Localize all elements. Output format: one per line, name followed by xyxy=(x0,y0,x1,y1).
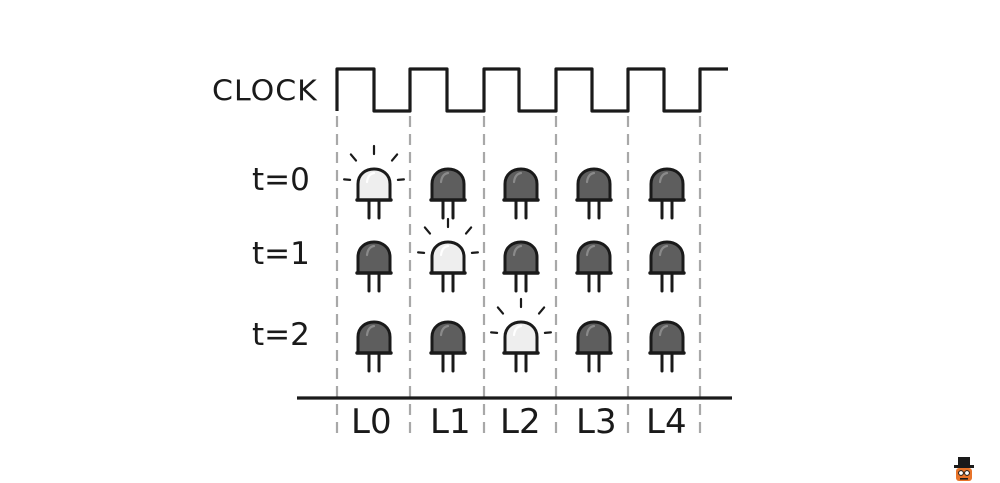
led-on xyxy=(490,297,552,373)
glow-ray xyxy=(417,251,426,255)
top-hat-character-icon xyxy=(954,457,974,481)
row-label-t2: t=2 xyxy=(252,317,310,353)
led-off xyxy=(429,167,467,220)
led-off xyxy=(648,167,686,220)
led-on xyxy=(417,217,479,293)
led-grid xyxy=(343,144,686,373)
glow-ray xyxy=(543,331,552,335)
row-label-t1: t=1 xyxy=(252,236,310,272)
glow-ray xyxy=(349,153,358,162)
led-off xyxy=(355,320,393,373)
row-label-t0: t=0 xyxy=(252,162,310,198)
glow-ray xyxy=(396,178,405,182)
led-off xyxy=(355,240,393,293)
glow-ray xyxy=(464,226,473,235)
led-off xyxy=(575,240,613,293)
led-off xyxy=(575,320,613,373)
column-label-l2: L2 xyxy=(500,402,541,442)
led-on xyxy=(343,144,405,220)
glow-ray xyxy=(470,251,479,255)
led-off xyxy=(429,320,467,373)
glow-ray xyxy=(537,306,546,315)
led-off xyxy=(502,240,540,293)
column-label-l4: L4 xyxy=(646,402,687,442)
glow-ray xyxy=(343,178,352,182)
clock-label: CLOCK xyxy=(212,74,318,109)
glow-ray xyxy=(490,331,499,335)
led-off xyxy=(648,240,686,293)
column-label-l0: L0 xyxy=(351,402,392,442)
glow-ray xyxy=(423,226,432,235)
led-off xyxy=(648,320,686,373)
led-off xyxy=(575,167,613,220)
glow-ray xyxy=(390,153,399,162)
column-guides xyxy=(335,116,702,438)
glow-ray xyxy=(496,306,505,315)
column-label-l3: L3 xyxy=(576,402,617,442)
clock-waveform xyxy=(335,67,728,113)
column-label-l1: L1 xyxy=(430,402,471,442)
led-off xyxy=(502,167,540,220)
